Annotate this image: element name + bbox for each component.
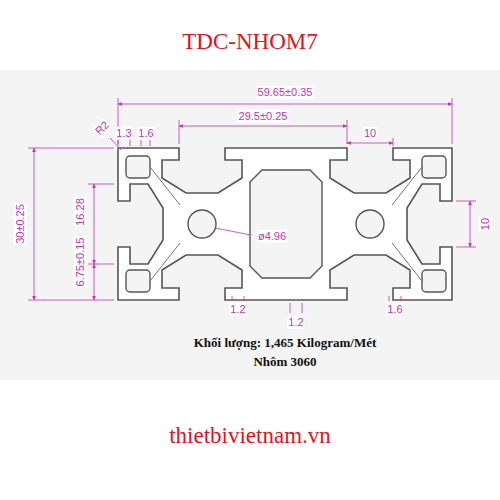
aluminium-profile bbox=[118, 148, 452, 300]
dimension: 10 bbox=[363, 127, 377, 140]
diameter-callout: ø4.96 bbox=[257, 230, 287, 243]
dimension: 1.2 bbox=[287, 316, 304, 329]
watermark: thietbivietnam.vn bbox=[169, 423, 331, 449]
profile-web bbox=[392, 167, 422, 205]
dimension: 1.6 bbox=[137, 127, 154, 140]
profile-name: Nhôm 3060 bbox=[253, 355, 316, 370]
corner-cavity bbox=[126, 156, 150, 178]
core-hole bbox=[188, 210, 216, 238]
weight-note: Khối lượng: 1,465 Kilogram/Mét bbox=[194, 336, 377, 351]
corner-cavity bbox=[422, 270, 446, 292]
title: TDC-NHOM7 bbox=[182, 29, 317, 55]
dimension: 59.65±0.35 bbox=[257, 86, 314, 99]
dimension-lines bbox=[28, 98, 476, 313]
dimension: 1.2 bbox=[229, 303, 246, 316]
dimension: 1.3 bbox=[115, 127, 132, 140]
dimension: 6.75±0.15 bbox=[74, 237, 87, 288]
profile-web bbox=[150, 167, 180, 205]
profile-web bbox=[150, 243, 180, 281]
corner-cavity bbox=[126, 270, 150, 292]
center-cavity bbox=[250, 170, 322, 278]
dimension: 1.6 bbox=[386, 303, 403, 316]
dimension: 10 bbox=[479, 217, 492, 231]
profile-outline bbox=[118, 148, 452, 300]
dimension: 30±0.25 bbox=[14, 203, 27, 245]
dimension: 29.5±0.25 bbox=[238, 110, 289, 123]
profile-web bbox=[392, 243, 422, 281]
drawing-ground bbox=[0, 70, 500, 380]
corner-cavity bbox=[422, 156, 446, 178]
core-hole bbox=[356, 210, 384, 238]
dimension: 16.28 bbox=[74, 197, 87, 227]
